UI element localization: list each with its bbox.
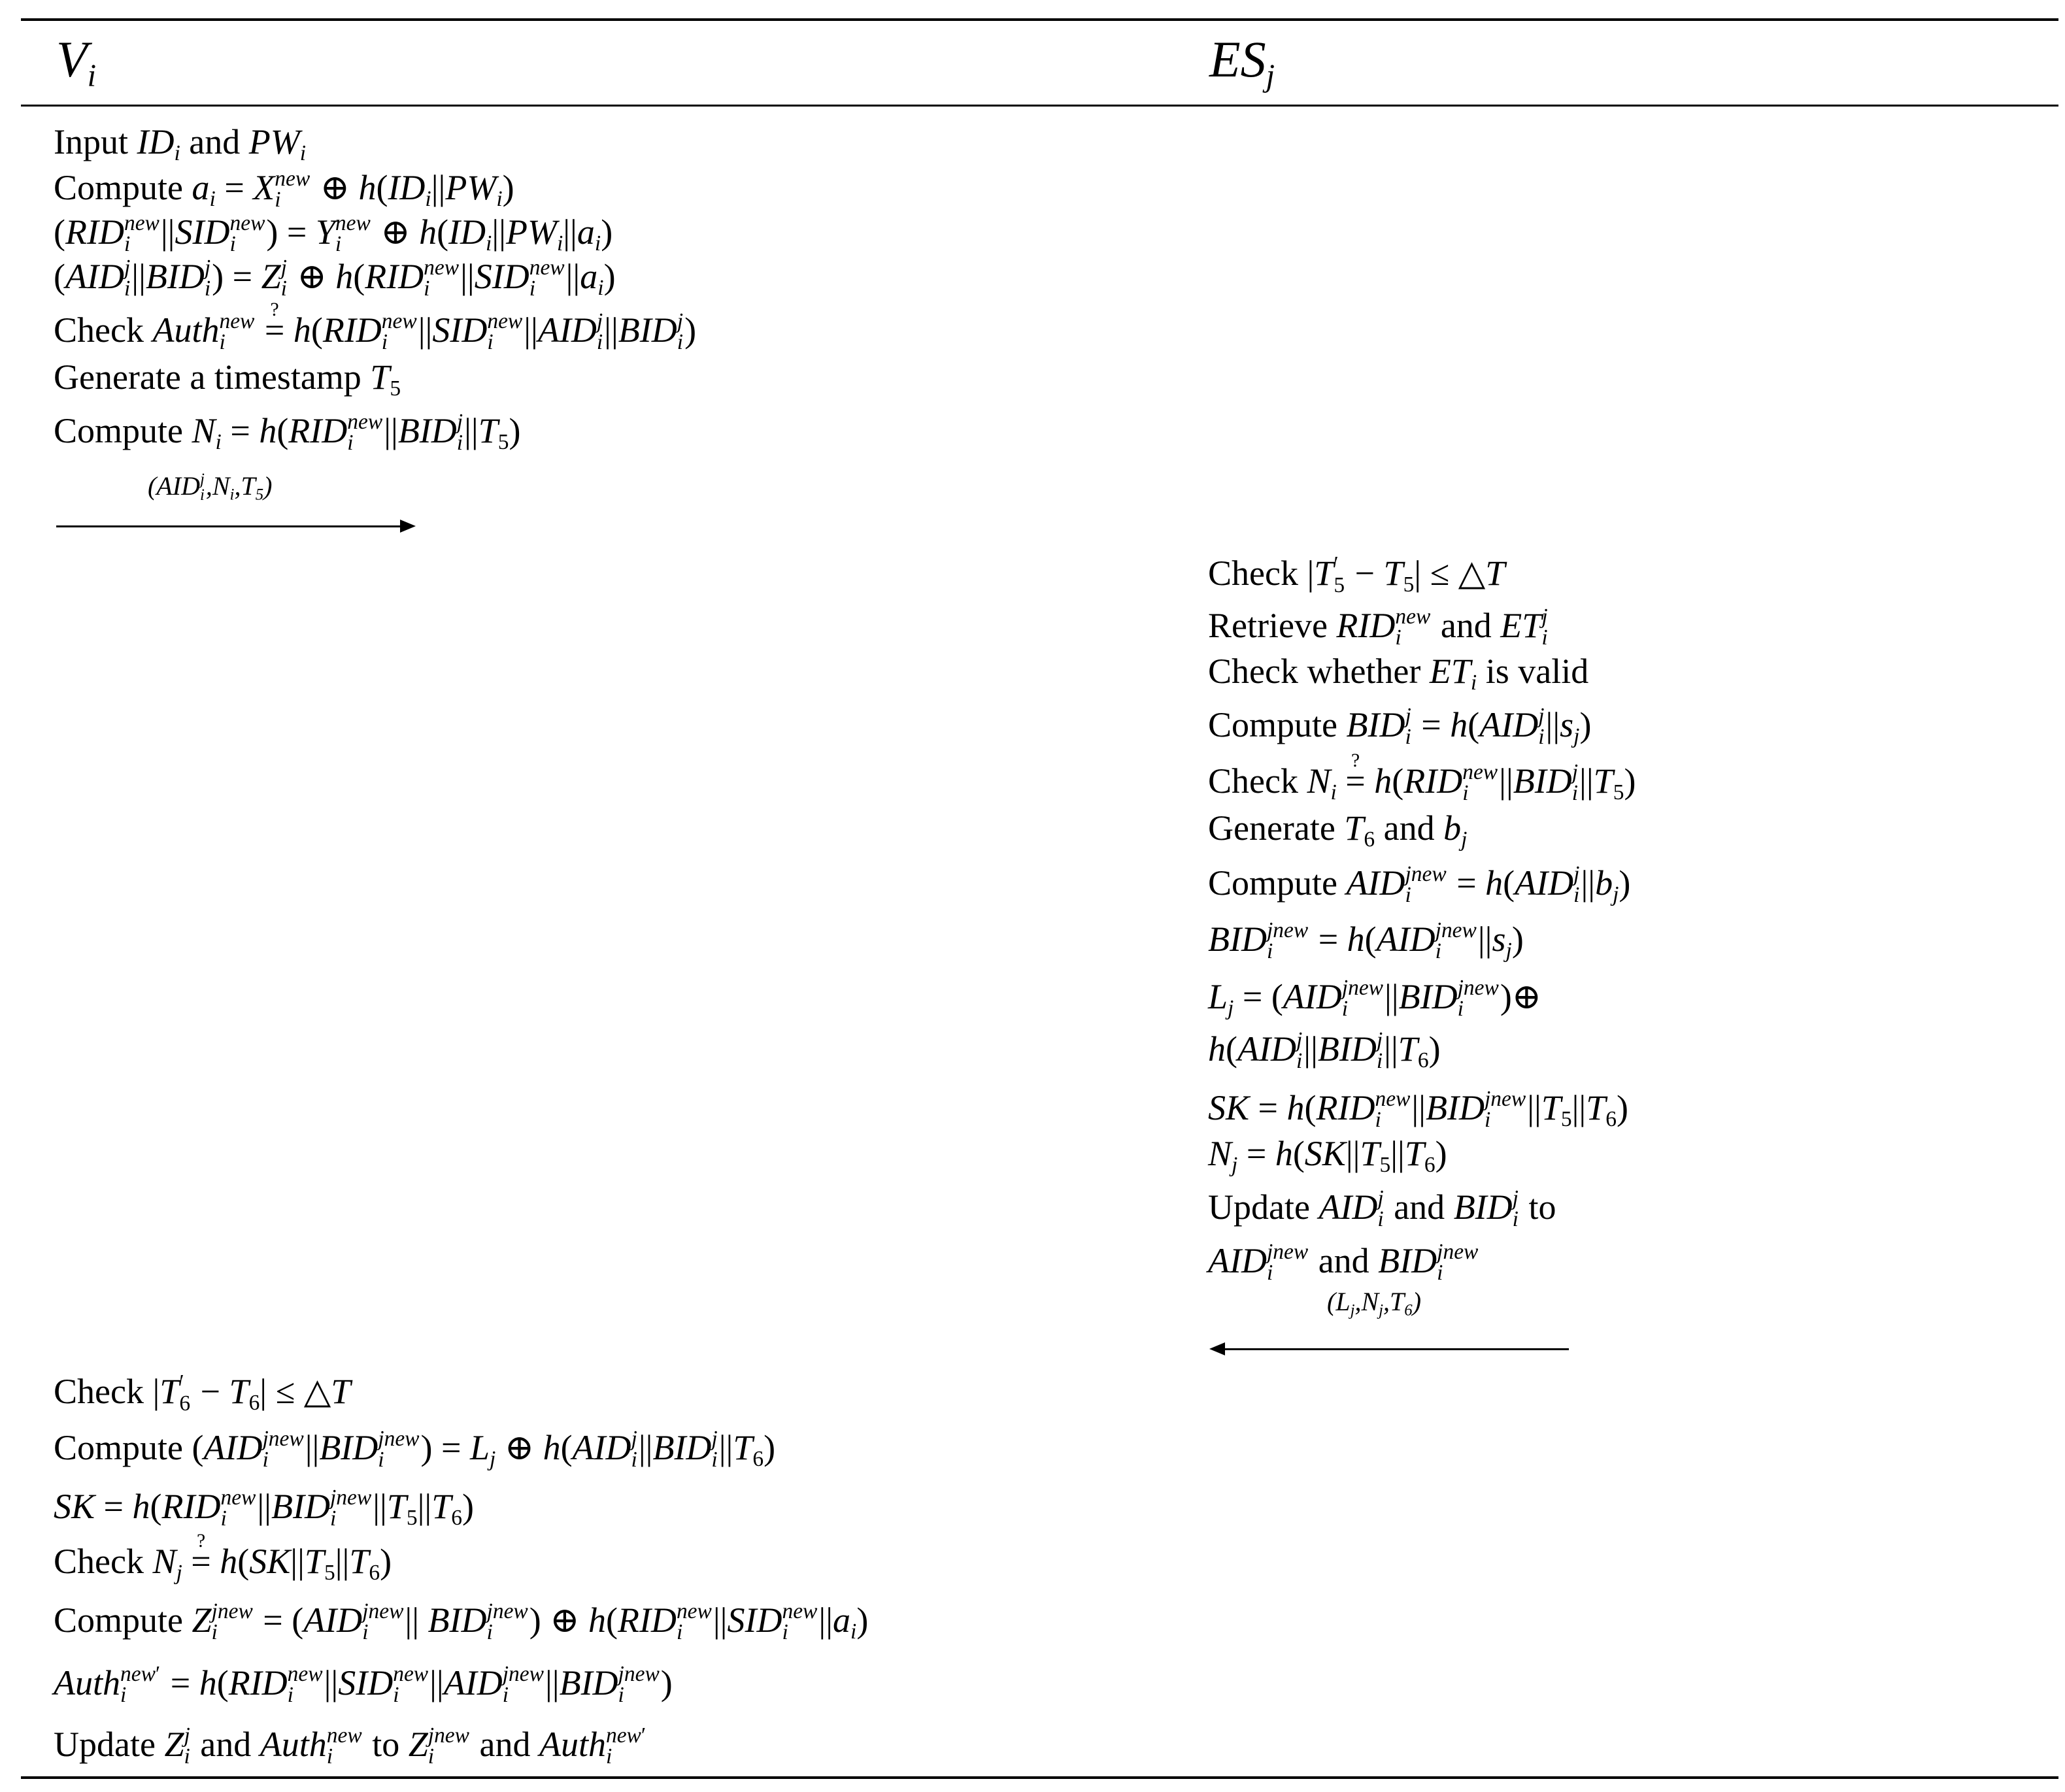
generate-t5: Generate a timestamp T5 xyxy=(54,357,401,401)
check-t6-freshness: Check |T′6 − T6| ≤ △T xyxy=(54,1370,351,1416)
header-rule xyxy=(21,105,2058,107)
arrow-line-left xyxy=(1222,1348,1569,1350)
arrowhead-right-icon xyxy=(400,520,416,533)
top-rule xyxy=(21,18,2058,21)
input-credentials: Input IDi and PWi xyxy=(54,122,307,166)
compute-nj: Nj = h(SK||T5||T6) xyxy=(1208,1134,1447,1178)
vehicle-column-header: Vi xyxy=(56,31,97,93)
bottom-rule xyxy=(21,1776,2058,1779)
check-t5-freshness: Check |T′5 − T5| ≤ △T xyxy=(1208,552,1505,597)
check-et-valid: Check whether ETi is valid xyxy=(1208,652,1589,695)
arrowhead-left-icon xyxy=(1209,1342,1225,1355)
check-nj: Check Nj = h(SK||T5||T6) xyxy=(54,1532,392,1584)
arrow-line-right xyxy=(56,525,403,527)
message-label-2: (Lj,Nj,T6) xyxy=(1327,1287,1422,1319)
generate-t6-bj: Generate T6 and bj xyxy=(1208,808,1468,852)
edge-server-column-header: ESj xyxy=(1209,31,1275,93)
